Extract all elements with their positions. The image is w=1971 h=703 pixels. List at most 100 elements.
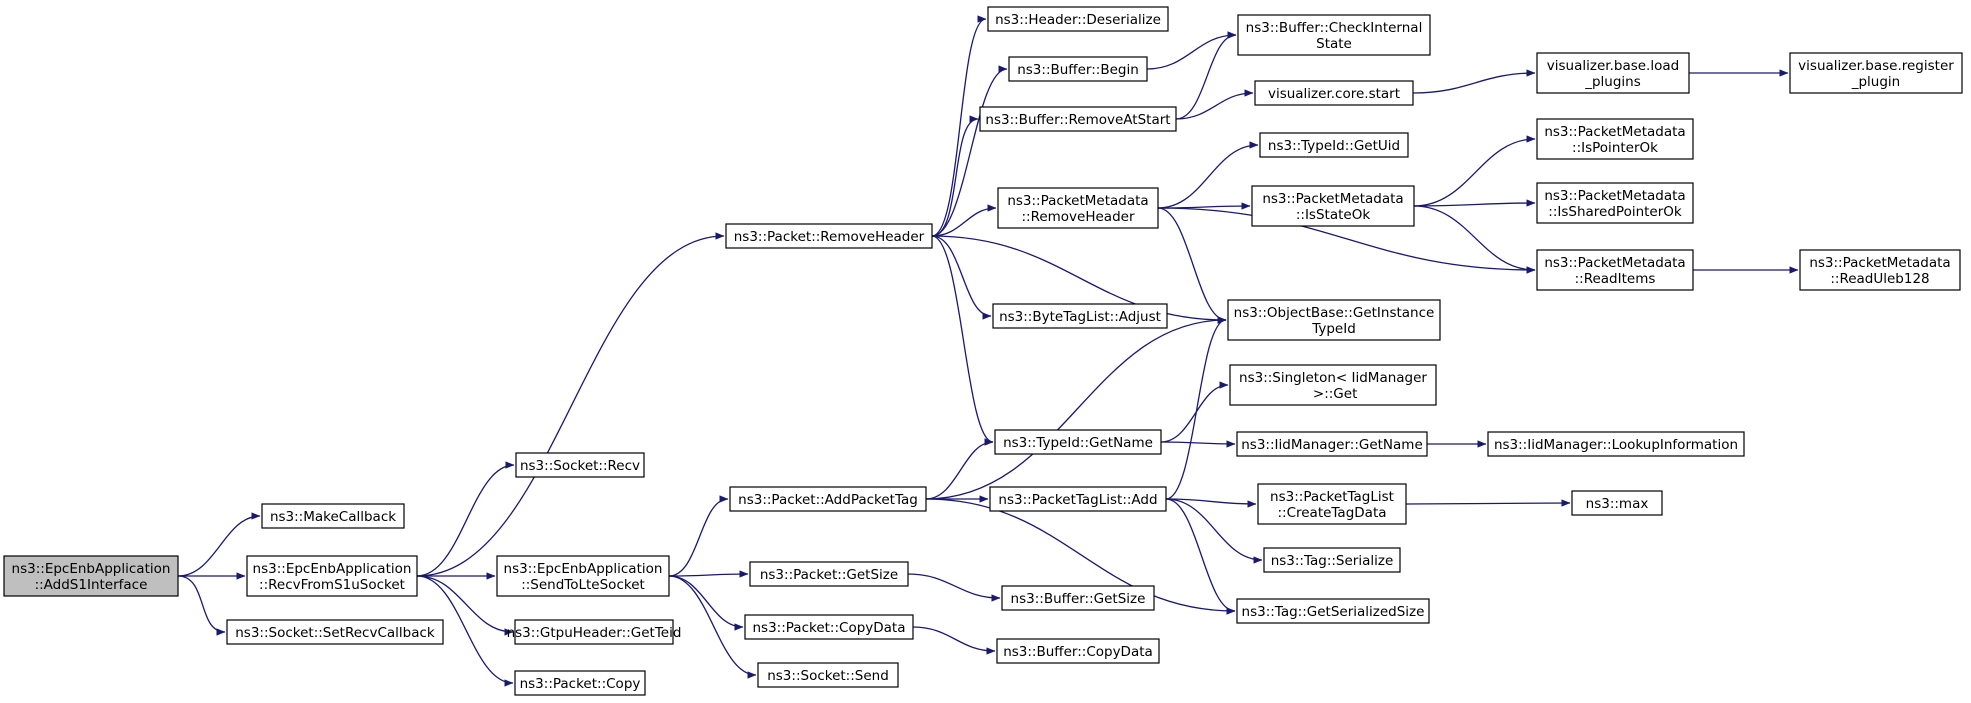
node-pmReadUleb[interactable]: ns3::PacketMetadata::ReadUleb128 [1799, 249, 1961, 291]
edge-arrow [931, 115, 979, 237]
node-tagGetSerSize[interactable]: ns3::Tag::GetSerializedSize [1236, 598, 1430, 624]
node-vizCoreStart[interactable]: visualizer.core.start [1254, 80, 1414, 106]
node-ptlAdd[interactable]: ns3::PacketTagList::Add [989, 486, 1167, 512]
node-box [757, 662, 899, 688]
edge-arrow [177, 512, 261, 577]
edge-pmRemoveHeader-to-pmReadItems [1157, 207, 1536, 274]
edge-recvS1u-to-gtpuTeid [416, 575, 514, 636]
node-vizLoadPlugins[interactable]: visualizer.base.load_plugins [1536, 52, 1690, 94]
node-label: _plugin [1851, 74, 1901, 90]
node-pmReadItems[interactable]: ns3::PacketMetadata::ReadItems [1536, 249, 1694, 291]
node-pmIsSharedPtrOk[interactable]: ns3::PacketMetadata::IsSharedPointerOk [1536, 182, 1694, 224]
node-bufGetSize[interactable]: ns3::Buffer::GetSize [1001, 585, 1155, 611]
edge-addS1-to-makeCallback [177, 512, 261, 577]
node-recvS1u[interactable]: ns3::EpcEnbApplication::RecvFromS1uSocke… [246, 555, 418, 597]
node-box [514, 670, 646, 696]
edge-ptlAdd-to-tagGetSerSize [1165, 498, 1236, 615]
node-label: ns3::Buffer::CopyData [1003, 644, 1153, 660]
edge-arrow [1405, 499, 1571, 507]
node-pmRemoveHeader[interactable]: ns3::PacketMetadata::RemoveHeader [997, 187, 1159, 229]
node-label: ns3::Socket::SetRecvCallback [235, 625, 435, 641]
edge-bufRemoveAtStart-to-bufCheck [1175, 31, 1237, 120]
node-label: ns3::Packet::GetSize [760, 567, 898, 583]
node-bufBegin[interactable]: ns3::Buffer::Begin [1008, 56, 1148, 82]
node-bufCopyData[interactable]: ns3::Buffer::CopyData [996, 638, 1160, 664]
edge-arrow [931, 65, 1008, 237]
node-label: ns3::Buffer::RemoveAtStart [985, 112, 1170, 128]
node-label: ns3::max [1586, 496, 1649, 512]
edge-pktCopyData-to-bufCopyData [912, 626, 996, 655]
edge-arrow [668, 495, 729, 577]
node-label: ::AddS1Interface [35, 577, 148, 593]
node-hdrDeserialize[interactable]: ns3::Header::Deserialize [987, 6, 1169, 32]
node-typeIdGetUid[interactable]: ns3::TypeId::GetUid [1259, 132, 1409, 158]
node-box [246, 555, 418, 597]
node-box [1236, 431, 1428, 457]
node-ptlCreateTag[interactable]: ns3::PacketTagList::CreateTagData [1257, 483, 1407, 525]
edge-sendLte-to-socketSend [668, 575, 757, 679]
edge-arrow [416, 461, 515, 577]
edge-arrow [1157, 207, 1536, 274]
node-box [749, 561, 909, 587]
node-label: ::SendToLteSocket [521, 577, 645, 593]
edge-arrow [668, 570, 749, 578]
node-box [992, 303, 1168, 329]
edge-pktGetSize-to-bufGetSize [907, 573, 1001, 602]
node-label: ns3::Tag::Serialize [1271, 553, 1394, 569]
node-tagSerialize[interactable]: ns3::Tag::Serialize [1263, 547, 1401, 573]
node-pktCopyData[interactable]: ns3::Packet::CopyData [744, 614, 914, 640]
node-box [496, 555, 670, 597]
node-box [979, 106, 1177, 132]
node-label: ns3::PacketMetadata [1007, 193, 1148, 209]
edge-arrow [1165, 498, 1257, 508]
edge-arrow [931, 235, 992, 320]
node-label: ns3::PacketMetadata [1809, 255, 1950, 271]
edge-arrow [1412, 69, 1536, 94]
node-label: ns3::MakeCallback [270, 509, 396, 525]
node-label: ns3::TypeId::GetName [1003, 435, 1153, 451]
node-sendLte[interactable]: ns3::EpcEnbApplication::SendToLteSocket [496, 555, 670, 597]
node-socketRecv[interactable]: ns3::Socket::Recv [515, 452, 645, 478]
node-label: ns3::Packet::CopyData [752, 620, 905, 636]
edge-arrow [1165, 316, 1227, 500]
node-box [1536, 52, 1690, 94]
node-socketSend[interactable]: ns3::Socket::Send [757, 662, 899, 688]
node-gtpuTeid[interactable]: ns3::GtpuHeader::GetTeid [507, 619, 682, 645]
node-pmIsPointerOk[interactable]: ns3::PacketMetadata::IsPointerOk [1536, 118, 1694, 160]
node-addS1[interactable]: ns3::EpcEnbApplication::AddS1Interface [3, 555, 179, 597]
node-box [1536, 249, 1694, 291]
edge-ptlAdd-to-ptlCreateTag [1165, 498, 1257, 508]
node-label: TypeId [1311, 321, 1356, 337]
node-box [1251, 185, 1415, 227]
node-addPacketTag[interactable]: ns3::Packet::AddPacketTag [729, 486, 927, 512]
node-box [996, 638, 1160, 664]
node-label: ::IsSharedPointerOk [1548, 204, 1682, 220]
edge-arrow [177, 575, 226, 636]
node-pmIsStateOk[interactable]: ns3::PacketMetadata::IsStateOk [1251, 185, 1415, 227]
node-typeIdGetName[interactable]: ns3::TypeId::GetName [994, 429, 1162, 455]
node-setRecvCb[interactable]: ns3::Socket::SetRecvCallback [226, 619, 444, 645]
node-vizRegisterPlugin[interactable]: visualizer.base.register_plugin [1789, 52, 1963, 94]
node-iidLookup[interactable]: ns3::IidManager::LookupInformation [1487, 431, 1745, 457]
node-box [1229, 364, 1437, 406]
node-label: ns3::EpcEnbApplication [504, 561, 663, 577]
edge-arrow [931, 235, 1227, 324]
node-makeCallback[interactable]: ns3::MakeCallback [261, 503, 405, 529]
node-removeHeader[interactable]: ns3::Packet::RemoveHeader [725, 223, 933, 249]
node-btlAdjust[interactable]: ns3::ByteTagList::Adjust [992, 303, 1168, 329]
node-packetCopy[interactable]: ns3::Packet::Copy [514, 670, 646, 696]
edge-arrow [1413, 199, 1536, 207]
node-label: ns3::PacketTagList::Add [998, 492, 1157, 508]
node-ns3max[interactable]: ns3::max [1571, 490, 1663, 516]
node-label: ns3::IidManager::LookupInformation [1494, 437, 1738, 453]
edge-removeHeader-to-bufBegin [931, 65, 1008, 237]
node-singletonGet[interactable]: ns3::Singleton< IidManager >::Get [1229, 364, 1437, 406]
node-label: ns3::Packet::AddPacketTag [738, 492, 918, 508]
node-box [1254, 80, 1414, 106]
node-bufRemoveAtStart[interactable]: ns3::Buffer::RemoveAtStart [979, 106, 1177, 132]
node-pktGetSize[interactable]: ns3::Packet::GetSize [749, 561, 909, 587]
node-iidGetName[interactable]: ns3::IidManager::GetName [1236, 431, 1428, 457]
edge-arrow [925, 316, 1227, 500]
